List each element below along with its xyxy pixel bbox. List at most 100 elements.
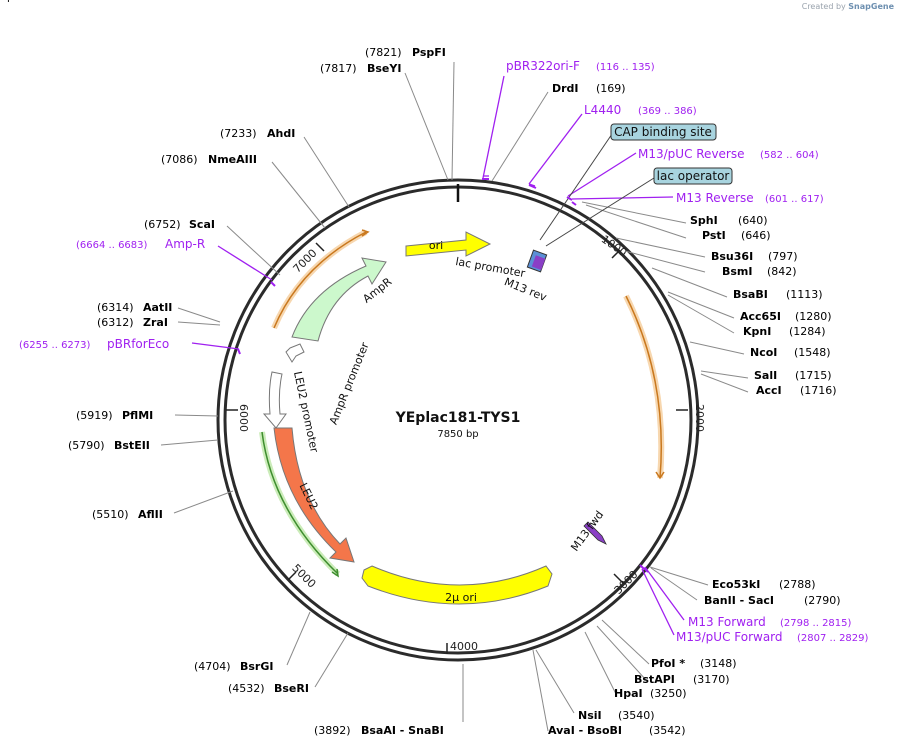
site-pflmi[interactable]: (5919)PflMI bbox=[76, 409, 153, 422]
primer-range: (6664 .. 6683) bbox=[76, 240, 148, 251]
primer-range: (6255 .. 6273) bbox=[19, 340, 91, 351]
primer-name: Amp-R bbox=[165, 237, 205, 251]
site-acc65i[interactable]: Acc65I(1280) bbox=[740, 310, 832, 323]
site-drdi[interactable]: DrdI(169) bbox=[552, 82, 626, 95]
site-name: NmeAIII bbox=[208, 153, 257, 166]
box-lac-operator[interactable]: lac operator bbox=[653, 167, 733, 185]
site-name: BseYI bbox=[367, 62, 401, 75]
plasmid-size: 7850 bp bbox=[437, 429, 478, 440]
site-acci[interactable]: AccI(1716) bbox=[756, 384, 837, 397]
site-pos: (1715) bbox=[795, 369, 832, 382]
site-pos: (2790) bbox=[804, 594, 841, 607]
primer-pbrforeco[interactable]: (6255 .. 6273)pBRforEco bbox=[19, 337, 169, 351]
site-sali[interactable]: SalI(1715) bbox=[754, 369, 832, 382]
site-pspfi[interactable]: (7821)PspFI bbox=[365, 46, 446, 59]
site-nmeaiii[interactable]: (7086) NmeAIII bbox=[161, 153, 257, 166]
primer-range: (582 .. 604) bbox=[760, 150, 819, 161]
site-bsu36i[interactable]: Bsu36I(797) bbox=[711, 250, 798, 263]
site-name: ZraI bbox=[143, 316, 168, 329]
site-pos: (6752) bbox=[144, 218, 181, 231]
site-name: NcoI bbox=[750, 346, 777, 359]
site-pos: (3892) bbox=[314, 724, 351, 737]
site-bsrgi[interactable]: (4704)BsrGI bbox=[194, 660, 273, 673]
primer-m13-forward[interactable]: M13 Forward(2798 .. 2815) bbox=[688, 615, 852, 629]
site-pos: (3170) bbox=[693, 673, 730, 686]
m13-rev-label: M13 rev bbox=[502, 275, 549, 304]
box-cap-binding-site[interactable]: CAP binding site bbox=[610, 123, 717, 141]
site-bseyi[interactable]: (7817)BseYI bbox=[320, 62, 401, 75]
site-pfoi[interactable]: PfoI *(3148) bbox=[651, 657, 737, 670]
site-pos: (3540) bbox=[618, 709, 655, 722]
primer-pbr322ori-f[interactable]: pBR322ori-F(116 .. 135) bbox=[506, 59, 655, 73]
site-name: AatII bbox=[143, 301, 172, 314]
leu2-promoter-label: LEU2 promoter bbox=[291, 370, 321, 454]
two-micron-label: 2μ ori bbox=[0, 0, 32, 3]
primer-labels: pBR322ori-F(116 .. 135) L4440(369 .. 386… bbox=[19, 59, 869, 644]
feature-m13-fwd: M13 fwd bbox=[568, 508, 607, 554]
site-name: DrdI bbox=[552, 82, 579, 95]
site-pos: (6314) bbox=[97, 301, 134, 314]
site-name: HpaI bbox=[614, 687, 643, 700]
site-bsteii[interactable]: (5790)BstEII bbox=[68, 439, 150, 452]
site-eco53ki[interactable]: Eco53kI(2788) bbox=[712, 578, 816, 591]
site-name: Eco53kI bbox=[712, 578, 760, 591]
green-arc bbox=[259, 431, 341, 578]
site-banii-saci[interactable]: BanII - SacI(2790) bbox=[704, 594, 841, 607]
ampr-label: AmpR bbox=[360, 275, 394, 306]
tick-label-4000: 4000 bbox=[450, 640, 478, 653]
site-bstapi[interactable]: BstAPI (3170) bbox=[634, 673, 730, 686]
site-nsii[interactable]: NsiI (3540) bbox=[578, 709, 655, 722]
credit-prefix: Created by bbox=[801, 2, 846, 11]
site-name: NsiI bbox=[578, 709, 602, 722]
site-zrai[interactable]: (6312) ZraI bbox=[97, 316, 168, 329]
primer-amp-r[interactable]: (6664 .. 6683) Amp-R bbox=[76, 237, 205, 251]
site-aflii[interactable]: (5510)AflII bbox=[92, 508, 163, 521]
site-bsabi[interactable]: BsaBI(1113) bbox=[733, 288, 823, 301]
site-bsaai-snabi[interactable]: (3892) BsaAI - SnaBI bbox=[314, 724, 444, 737]
backbone bbox=[216, 178, 700, 662]
snapgene-credit: Created by SnapGene bbox=[802, 2, 894, 11]
site-psti[interactable]: PstI(646) bbox=[702, 229, 771, 242]
two-micron-text: 2μ ori bbox=[445, 591, 477, 604]
site-name: BstEII bbox=[114, 439, 150, 452]
site-pos: (7086) bbox=[161, 153, 198, 166]
site-bsmi[interactable]: BsmI(842) bbox=[722, 265, 797, 278]
site-name: BstAPI bbox=[634, 673, 675, 686]
site-kpni[interactable]: KpnI(1284) bbox=[743, 325, 826, 338]
site-pos: (5919) bbox=[76, 409, 113, 422]
plasmid-name: YEplac181-TYS1 bbox=[395, 410, 521, 426]
site-pos: (7233) bbox=[220, 127, 257, 140]
site-scai[interactable]: (6752)ScaI bbox=[144, 218, 215, 231]
site-name: AhdI bbox=[267, 127, 295, 140]
lac-promoter-label: lac promoter bbox=[454, 255, 526, 280]
site-leaders bbox=[160, 61, 749, 732]
site-pos: (3148) bbox=[700, 657, 737, 670]
site-sphi[interactable]: SphI(640) bbox=[690, 214, 768, 227]
site-name: BseRI bbox=[274, 682, 309, 695]
ampr-promoter-label: AmpR promoter bbox=[327, 340, 372, 426]
site-pos: (6312) bbox=[97, 316, 134, 329]
site-avai-bsobi[interactable]: AvaI - BsoBI(3542) bbox=[548, 724, 686, 737]
box-label: lac operator bbox=[657, 169, 730, 183]
site-ncoi[interactable]: NcoI(1548) bbox=[750, 346, 831, 359]
site-hpai[interactable]: HpaI (3250) bbox=[614, 687, 687, 700]
primer-l4440[interactable]: L4440(369 .. 386) bbox=[584, 103, 697, 117]
site-pos: (3250) bbox=[650, 687, 687, 700]
primer-m13-puc-forward[interactable]: M13/pUC Forward(2807 .. 2829) bbox=[676, 630, 869, 644]
site-bseri[interactable]: (4532)BseRI bbox=[228, 682, 309, 695]
site-name: AvaI - BsoBI bbox=[548, 724, 622, 737]
site-name: BsaAI - SnaBI bbox=[361, 724, 444, 737]
primer-range: (2807 .. 2829) bbox=[797, 633, 869, 644]
site-name: KpnI bbox=[743, 325, 771, 338]
site-pos: (7821) bbox=[365, 46, 402, 59]
site-name: BsrGI bbox=[240, 660, 273, 673]
primer-m13-puc-reverse[interactable]: M13/pUC Reverse(582 .. 604) bbox=[638, 147, 819, 161]
site-name: AccI bbox=[756, 384, 782, 397]
site-aatii[interactable]: (6314) AatII bbox=[97, 301, 172, 314]
box-leaders bbox=[539, 133, 655, 247]
site-pos: (5510) bbox=[92, 508, 129, 521]
primer-m13-reverse[interactable]: M13 Reverse(601 .. 617) bbox=[676, 191, 824, 205]
primer-leaders bbox=[191, 75, 685, 636]
site-ahdi[interactable]: (7233) AhdI bbox=[220, 127, 295, 140]
site-pos: (797) bbox=[768, 250, 798, 263]
